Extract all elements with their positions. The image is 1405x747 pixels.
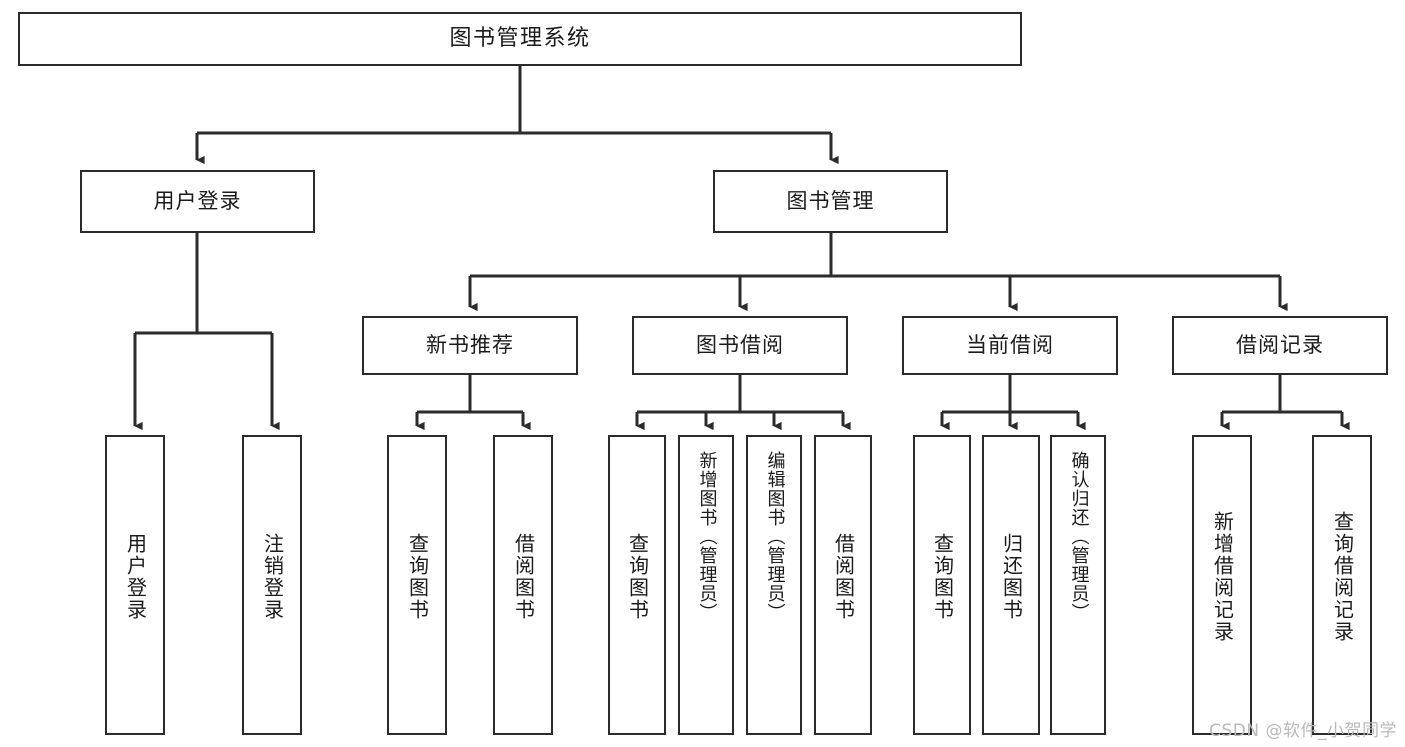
node-label: 用户登录 — [123, 533, 148, 621]
leaf-user-login-login[interactable]: 用户登录 — [105, 435, 165, 735]
leaf-user-login-logout[interactable]: 注销登录 — [242, 435, 302, 735]
leaf-book-borrow-query[interactable]: 查询图书 — [608, 435, 666, 735]
csdn-watermark: CSDN @软件_小贺同学 — [1209, 721, 1397, 741]
leaf-current-borrow-query[interactable]: 查询图书 — [913, 435, 971, 735]
node-book-management[interactable]: 图书管理 — [713, 170, 948, 233]
node-label: 借阅记录 — [1236, 333, 1324, 358]
node-new-book-recommend[interactable]: 新书推荐 — [362, 316, 578, 375]
leaf-borrow-record-add[interactable]: 新增借阅记录 — [1192, 435, 1252, 735]
node-label: 编辑图书（管理员） — [764, 451, 786, 622]
node-label: 图书管理 — [786, 189, 875, 214]
node-label: 新增借阅记录 — [1210, 511, 1235, 643]
node-label: 当前借阅 — [966, 333, 1054, 358]
node-label: 借阅图书 — [831, 533, 856, 621]
node-borrow-record[interactable]: 借阅记录 — [1172, 316, 1388, 375]
leaf-borrow-record-query[interactable]: 查询借阅记录 — [1312, 435, 1372, 735]
leaf-new-book-query[interactable]: 查询图书 — [387, 435, 447, 735]
node-label: 图书管理系统 — [449, 26, 591, 52]
leaf-current-borrow-return[interactable]: 归还图书 — [982, 435, 1040, 735]
leaf-book-borrow-borrow[interactable]: 借阅图书 — [814, 435, 872, 735]
node-current-borrow[interactable]: 当前借阅 — [902, 316, 1118, 375]
node-label: 新书推荐 — [426, 333, 514, 358]
node-label: 注销登录 — [260, 533, 285, 621]
node-label: 新增图书（管理员） — [696, 451, 718, 622]
leaf-new-book-borrow[interactable]: 借阅图书 — [493, 435, 553, 735]
node-root-system[interactable]: 图书管理系统 — [18, 12, 1022, 66]
node-label: 图书借阅 — [696, 333, 784, 358]
node-label: 借阅图书 — [511, 533, 536, 621]
leaf-book-borrow-edit[interactable]: 编辑图书（管理员） — [746, 435, 802, 735]
leaf-book-borrow-add[interactable]: 新增图书（管理员） — [678, 435, 734, 735]
node-label: 查询图书 — [930, 533, 955, 621]
node-label: 查询借阅记录 — [1330, 511, 1355, 643]
leaf-current-borrow-confirm-return[interactable]: 确认归还（管理员） — [1050, 435, 1106, 735]
node-label: 归还图书 — [999, 533, 1024, 621]
node-book-borrow[interactable]: 图书借阅 — [632, 316, 848, 375]
node-label: 查询图书 — [405, 533, 430, 621]
node-label: 确认归还（管理员） — [1068, 451, 1090, 622]
node-label: 用户登录 — [153, 189, 242, 214]
node-user-login[interactable]: 用户登录 — [80, 170, 315, 233]
node-label: 查询图书 — [625, 533, 650, 621]
